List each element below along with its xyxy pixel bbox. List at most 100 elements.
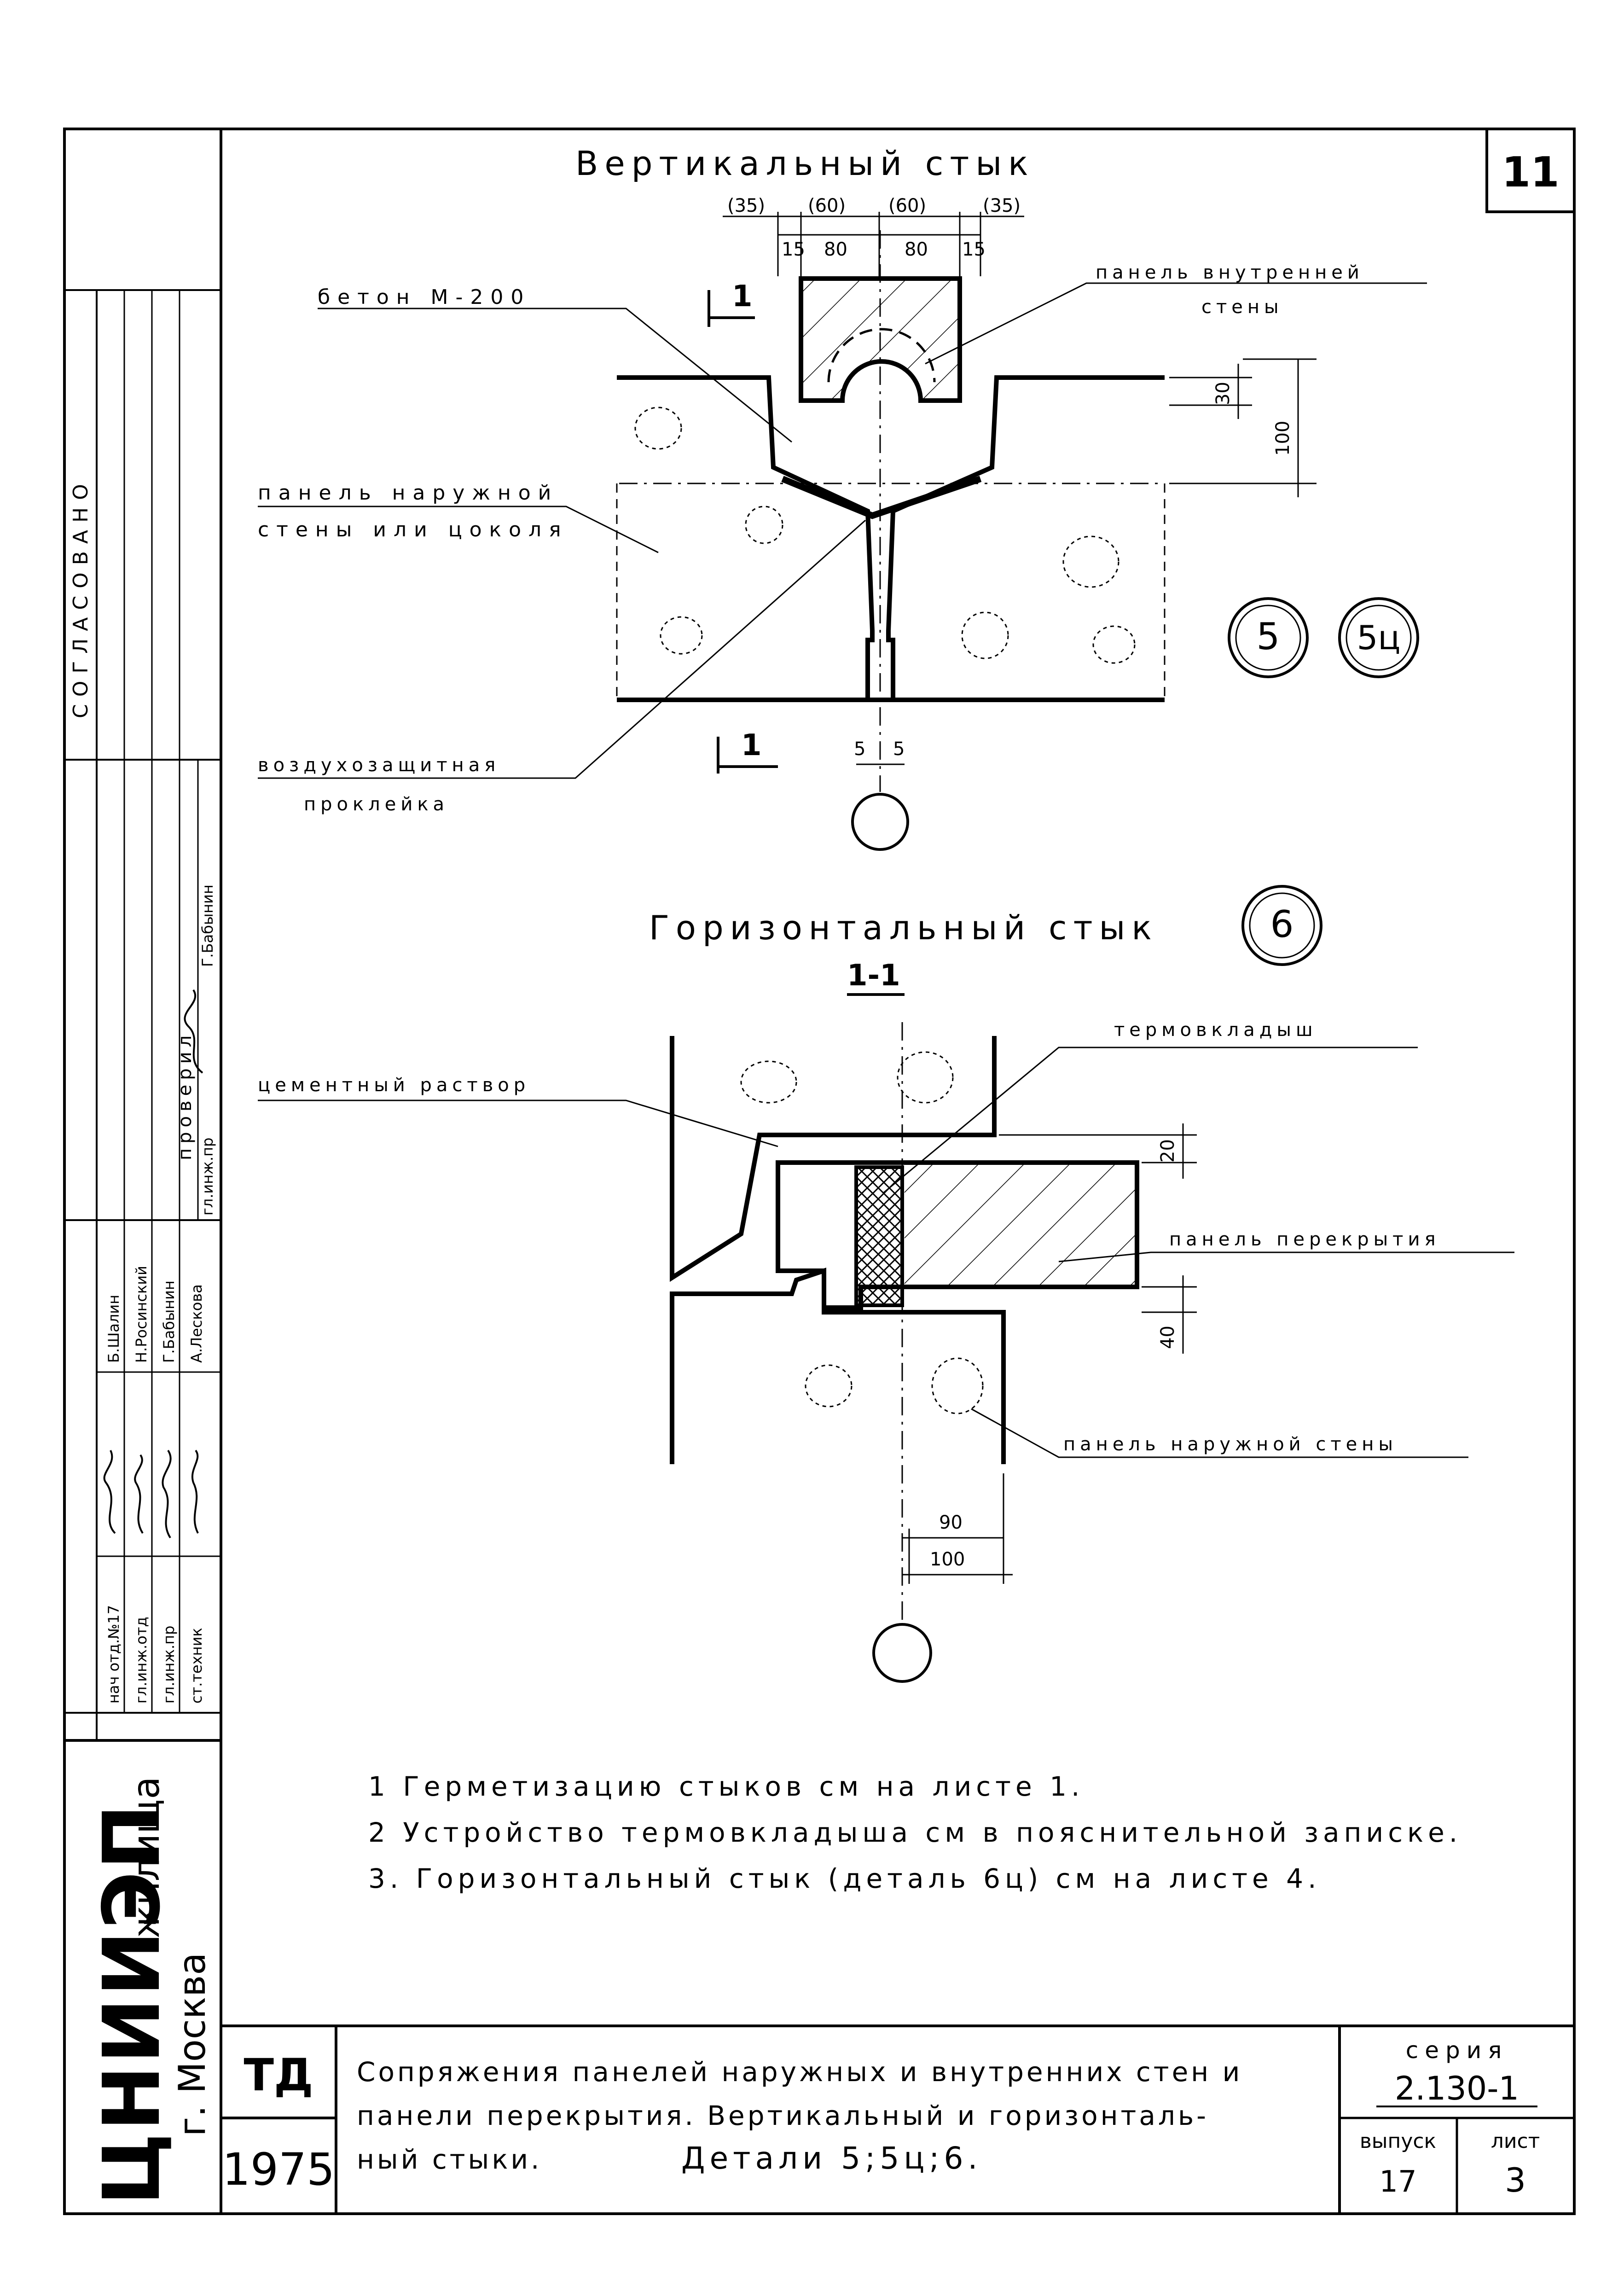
dim-inner-4: 15 [962, 239, 986, 260]
dim-inner-1: 15 [782, 239, 805, 260]
tb-issue-label: выпуск [1360, 2129, 1436, 2153]
dim-top-1: (35) [727, 195, 765, 216]
concrete-texture-h [740, 1051, 984, 1414]
dim-100-v: 100 [1272, 421, 1293, 456]
section-mark-top: 1 [732, 279, 753, 314]
section-marks [708, 290, 778, 774]
org-name: ЦНИИЭП [87, 1802, 178, 2205]
name-1: Б.Шалин [105, 1295, 122, 1363]
leader-thermo [883, 1047, 1418, 1193]
notes: 1 Герметизацию стыков см на листе 1. 2 У… [368, 1771, 1462, 1894]
city-name: г. Москва [171, 1953, 214, 2136]
sheet-number: 11 [1502, 148, 1559, 197]
tb-series: 2.130-1 [1395, 2070, 1519, 2107]
role-3: гл.инж.пр [160, 1626, 178, 1704]
dim-top-3: (60) [888, 195, 926, 216]
tb-desc-3: ный стыки. [357, 2144, 542, 2175]
note-1: 1 Герметизацию стыков см на листе 1. [368, 1771, 1084, 1802]
dim-100-h: 100 [930, 1549, 965, 1570]
tb-issue: 17 [1379, 2165, 1416, 2199]
frame [63, 128, 1576, 2215]
role-2: гл.инж.отд [133, 1617, 150, 1704]
label-inner-panel-1: панель внутренней [1096, 262, 1364, 283]
dim-gap-right: 5 [893, 739, 905, 760]
dim-gap-left: 5 [854, 739, 865, 760]
top-dimensions [723, 212, 1024, 276]
floor-slab-hatch [905, 1165, 1135, 1285]
agreed-label: СОГЛАСОВАНО [69, 477, 93, 718]
label-air-1: воздухозащитная [258, 755, 500, 776]
name-3: Г.Бабынин [160, 1280, 178, 1363]
dim-30: 30 [1212, 382, 1234, 405]
seal-tape [781, 476, 982, 519]
horizontal-joint-title: Горизонтальный стык [649, 908, 1158, 947]
note-2: 2 Устройство термовкладыша см в поясните… [368, 1817, 1462, 1848]
note-3: 3. Горизонтальный стык (деталь 6ц) см на… [368, 1863, 1321, 1894]
h-dimensions [902, 1123, 1197, 1584]
leader-air [258, 519, 866, 779]
label-air-2: проклейка [304, 794, 449, 815]
vertical-joint: Вертикальный стык (35) (60) (60) (35) 15… [258, 144, 1427, 851]
title-block: ТД 1975 Сопряжения панелей наружных и вн… [222, 2037, 1540, 2199]
vertical-joint-title: Вертикальный стык [575, 144, 1035, 183]
checked-label: проверил [174, 1031, 196, 1160]
dim-90: 90 [939, 1512, 963, 1533]
svg-text:5ц: 5ц [1357, 618, 1401, 657]
label-outer-wall: панель наружной стены [1063, 1434, 1398, 1455]
tb-desc-1: Сопряжения панелей наружных и внутренних… [357, 2056, 1242, 2088]
tb-year: 1975 [222, 2144, 335, 2195]
label-floor: панель перекрытия [1169, 1229, 1440, 1250]
dim-20: 20 [1157, 1139, 1178, 1163]
detail-mark-6: 6 [1241, 885, 1322, 966]
tb-sheet: 3 [1505, 2161, 1526, 2199]
tb-code: ТД [244, 2049, 313, 2101]
leader-concrete [318, 308, 792, 443]
leader-cement [258, 1099, 778, 1147]
checker-name: Г.Бабынин [199, 884, 216, 967]
label-inner-panel-2: стены [1201, 297, 1283, 318]
thermal-insert [854, 1165, 904, 1307]
horizontal-joint: Горизонтальный стык 1-1 6 термовкладыш ц… [258, 885, 1514, 1683]
outer-panel-right [886, 375, 1165, 702]
checker-signature [184, 989, 203, 1074]
axis-bubble-2 [872, 1623, 932, 1683]
label-thermo: термовкладыш [1114, 1019, 1317, 1041]
outer-panel-left [617, 375, 875, 702]
leader-floor [1058, 1251, 1514, 1262]
sidebar-stamp: СОГЛАСОВАНО проверил гл.инж.пр Г.Бабынин… [69, 477, 216, 2205]
dim-inner-3: 80 [905, 239, 928, 260]
label-concrete: бетон М-200 [318, 285, 531, 309]
label-cement: цементный раствор [258, 1075, 530, 1096]
right-dimensions [1169, 358, 1317, 497]
leader-outer-wall [971, 1408, 1468, 1458]
signatures [103, 1449, 199, 1539]
role-1: нач отд.№17 [105, 1605, 122, 1704]
label-outer-panel-2: стены или цоколя [258, 518, 568, 541]
leader-inner-panel [925, 282, 1427, 365]
tb-desc-2: панели перекрытия. Вертикальный и горизо… [357, 2100, 1209, 2131]
dim-top-4: (35) [983, 195, 1021, 216]
checker-role: гл.инж.пр [199, 1138, 216, 1216]
dim-40: 40 [1157, 1326, 1178, 1349]
concrete-texture [634, 407, 1136, 664]
section-mark-bottom: 1 [741, 728, 762, 762]
tb-series-label: серия [1406, 2037, 1508, 2064]
tb-desc-details: Детали 5;5ц;6. [681, 2141, 982, 2176]
role-4: ст.техник [188, 1628, 205, 1704]
upper-wall-panel [670, 1036, 997, 1282]
inner-panel-dashed [827, 328, 936, 383]
name-2: Н.Росинский [133, 1266, 150, 1363]
org-suffix: жилища [125, 1776, 168, 1938]
svg-text:6: 6 [1270, 903, 1294, 946]
lower-wall-panel [670, 1268, 1006, 1464]
label-outer-panel-1: панель наружной [258, 481, 558, 505]
detail-mark-5c: 5ц [1338, 597, 1419, 678]
section-title: 1-1 [847, 959, 900, 993]
detail-mark-5: 5 [1228, 597, 1309, 678]
svg-text:5: 5 [1257, 615, 1280, 658]
leader-outer-panel [258, 506, 659, 553]
name-4: А.Лескова [188, 1284, 205, 1363]
tb-sheet-label: лист [1491, 2129, 1540, 2153]
dim-inner-2: 80 [824, 239, 847, 260]
